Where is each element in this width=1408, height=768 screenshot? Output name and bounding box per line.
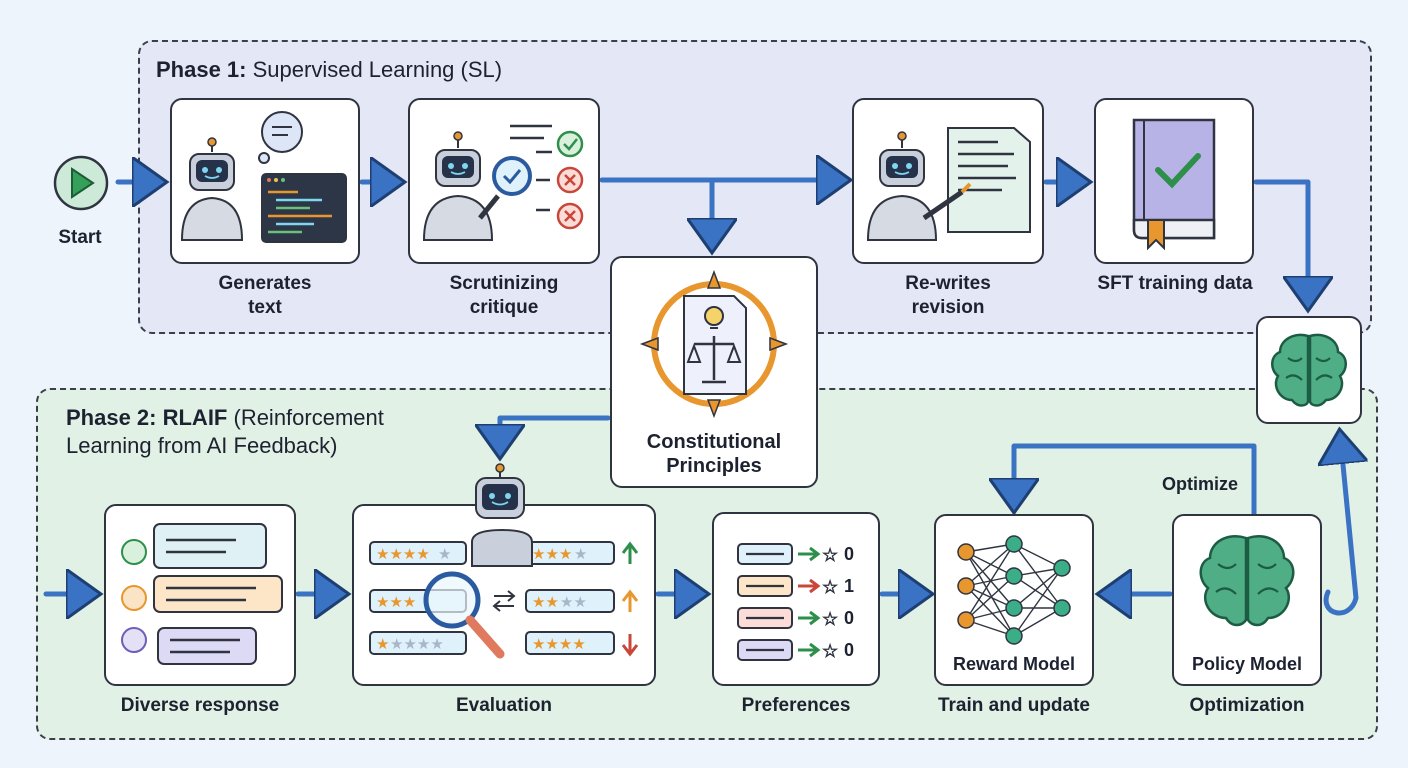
pref-score-1: 0 bbox=[844, 544, 855, 564]
chat-bubbles-icon bbox=[121, 523, 283, 665]
label-preferences: Preferences bbox=[741, 695, 851, 716]
label-evaluation: Evaluation bbox=[455, 695, 553, 716]
label-reward-model: Reward Model bbox=[952, 654, 1076, 674]
card-base-model[interactable] bbox=[1256, 316, 1362, 424]
card-reward-model[interactable]: Reward Model bbox=[934, 514, 1094, 686]
card-policy-model[interactable]: Policy Model bbox=[1172, 514, 1322, 686]
svg-text:★: ★ bbox=[438, 545, 451, 563]
label-constitution: Constitutional Principles bbox=[646, 431, 782, 477]
robot-magnifier-icon bbox=[422, 124, 584, 241]
label-generates: Generates text bbox=[218, 273, 312, 318]
label-sft: SFT training data bbox=[1097, 273, 1253, 294]
svg-text:★★: ★★ bbox=[532, 593, 559, 611]
svg-text:☆: ☆ bbox=[822, 609, 838, 630]
preference-list-icon: ☆ ☆ ☆ ☆ bbox=[737, 543, 839, 662]
card-critique[interactable] bbox=[408, 98, 600, 264]
svg-text:★★★: ★★★ bbox=[376, 593, 416, 611]
svg-text:★★★★: ★★★★ bbox=[376, 545, 430, 563]
card-sft[interactable] bbox=[1094, 98, 1254, 264]
svg-text:☆: ☆ bbox=[822, 545, 838, 566]
start-node[interactable] bbox=[46, 155, 116, 217]
policy-brain-icon bbox=[1199, 535, 1295, 627]
card-preferences[interactable]: ☆ ☆ ☆ ☆ 0 1 0 0 bbox=[712, 512, 880, 686]
play-icon bbox=[53, 155, 109, 211]
robot-pen-icon bbox=[866, 127, 1031, 241]
card-diverse[interactable] bbox=[104, 504, 296, 686]
svg-text:★★: ★★ bbox=[560, 593, 587, 611]
card-generates[interactable] bbox=[170, 98, 360, 264]
brain-icon bbox=[1271, 333, 1347, 407]
svg-text:★: ★ bbox=[574, 545, 587, 563]
card-evaluation[interactable]: ★★★★★ ★★★ ★★★★★ ★★★★ ★★★★ ★★★★ bbox=[352, 504, 656, 686]
label-diverse: Diverse response bbox=[120, 695, 280, 716]
svg-text:★★★★: ★★★★ bbox=[390, 635, 444, 653]
robot-code-icon bbox=[180, 111, 347, 243]
svg-text:★: ★ bbox=[376, 635, 389, 653]
book-check-icon bbox=[1132, 118, 1216, 251]
svg-text:★★★: ★★★ bbox=[532, 545, 572, 563]
card-revision[interactable] bbox=[852, 98, 1044, 264]
pref-score-3: 0 bbox=[844, 608, 855, 628]
pref-score-4: 0 bbox=[844, 640, 855, 660]
evaluation-ratings-icon: ★★★★★ ★★★ ★★★★★ ★★★★ ★★★★ ★★★★ bbox=[369, 528, 639, 659]
card-constitution[interactable]: Constitutional Principles bbox=[610, 256, 818, 488]
label-revision: Re-writes revision bbox=[905, 273, 991, 318]
label-critique: Scrutinizing critique bbox=[449, 273, 559, 318]
phase1-title: Phase 1: Supervised Learning (SL) bbox=[156, 57, 503, 82]
constitution-scales-icon bbox=[639, 269, 789, 419]
svg-text:★★★★: ★★★★ bbox=[532, 635, 586, 653]
label-train: Train and update bbox=[937, 695, 1091, 716]
neural-network-icon bbox=[957, 535, 1071, 645]
pref-score-2: 1 bbox=[844, 576, 855, 596]
svg-text:☆: ☆ bbox=[822, 577, 838, 598]
label-policy-model: Policy Model bbox=[1191, 654, 1303, 674]
label-optimization: Optimization bbox=[1189, 695, 1305, 716]
svg-text:☆: ☆ bbox=[822, 641, 838, 662]
robot-evaluator-icon bbox=[475, 463, 525, 519]
start-label: Start bbox=[58, 227, 102, 248]
label-optimize: Optimize bbox=[1161, 474, 1238, 494]
